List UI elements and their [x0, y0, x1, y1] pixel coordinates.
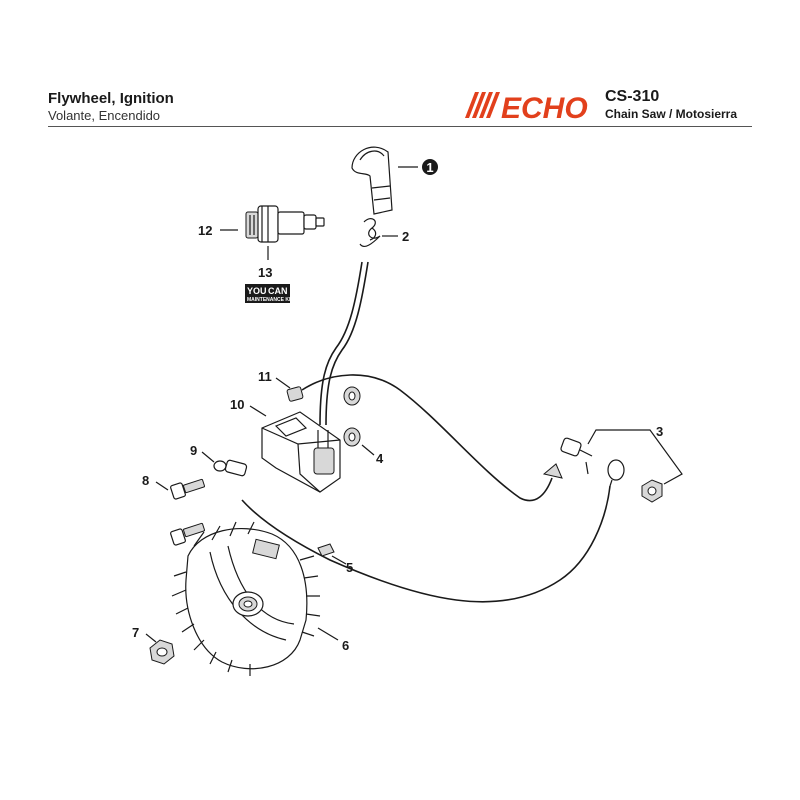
flywheel-key	[317, 543, 335, 557]
product-name: Chain Saw / Motosierra	[605, 107, 738, 121]
callout-4: 4	[376, 451, 384, 466]
leader-bracket-3	[587, 429, 683, 485]
leader-line-11	[275, 377, 291, 389]
callout-1-marker	[422, 159, 438, 175]
callout-2: 2	[402, 229, 409, 244]
flywheel-nut	[149, 639, 175, 665]
badge-kit: MAINTENANCE KIT	[247, 297, 293, 303]
callout-5: 5	[346, 560, 353, 575]
stop-switch-wire	[301, 374, 553, 502]
echo-logo: ECHO	[465, 92, 588, 125]
leader-line-10	[249, 405, 267, 417]
ignition-coil	[261, 411, 341, 493]
leader-line-4	[361, 444, 375, 456]
logo-stripes	[465, 92, 500, 118]
callout-12: 12	[198, 223, 212, 238]
maintenance-kit-badge: YOU CAN MAINTENANCE KIT	[245, 284, 293, 303]
leader-line-9	[201, 451, 215, 463]
leader-line-5	[331, 555, 347, 565]
stop-switch-assembly	[241, 437, 663, 603]
callout-9: 9	[190, 443, 197, 458]
spacer-upper	[343, 386, 361, 406]
callout-8: 8	[142, 473, 149, 488]
bolt-upper	[170, 478, 205, 500]
leader-line-7	[145, 633, 157, 643]
callout-10: 10	[230, 397, 244, 412]
callout-1: 1	[426, 160, 433, 175]
ground-wire	[241, 485, 611, 603]
callout-11: 11	[258, 369, 272, 384]
callout-13: 13	[258, 265, 272, 280]
model-number: CS-310	[605, 88, 660, 105]
spark-plug-boot	[351, 146, 393, 215]
flywheel	[171, 521, 321, 676]
page-header: Flywheel, Ignition Volante, Encendido	[48, 90, 174, 124]
badge-you: YOU	[247, 286, 267, 296]
page-title: Flywheel, Ignition	[48, 90, 174, 107]
spark-plug	[245, 205, 325, 243]
brand-block: ECHO CS-310 Chain Saw / Motosierra	[455, 86, 760, 126]
logo-wordmark: ECHO	[501, 92, 588, 125]
callout-3: 3	[656, 424, 663, 439]
leader-line-6	[317, 627, 339, 641]
callout-7: 7	[132, 625, 139, 640]
bolt-lower	[170, 522, 205, 546]
wire-terminal	[286, 386, 304, 402]
high-tension-wire	[319, 261, 363, 426]
spacer-lower	[343, 427, 361, 447]
header-divider	[48, 126, 752, 127]
leader-line-8	[155, 481, 169, 491]
page-subtitle: Volante, Encendido	[48, 108, 161, 123]
ground-terminal	[213, 459, 248, 477]
callout-6: 6	[342, 638, 349, 653]
spring-clip	[359, 218, 381, 248]
badge-can: CAN	[268, 286, 288, 296]
